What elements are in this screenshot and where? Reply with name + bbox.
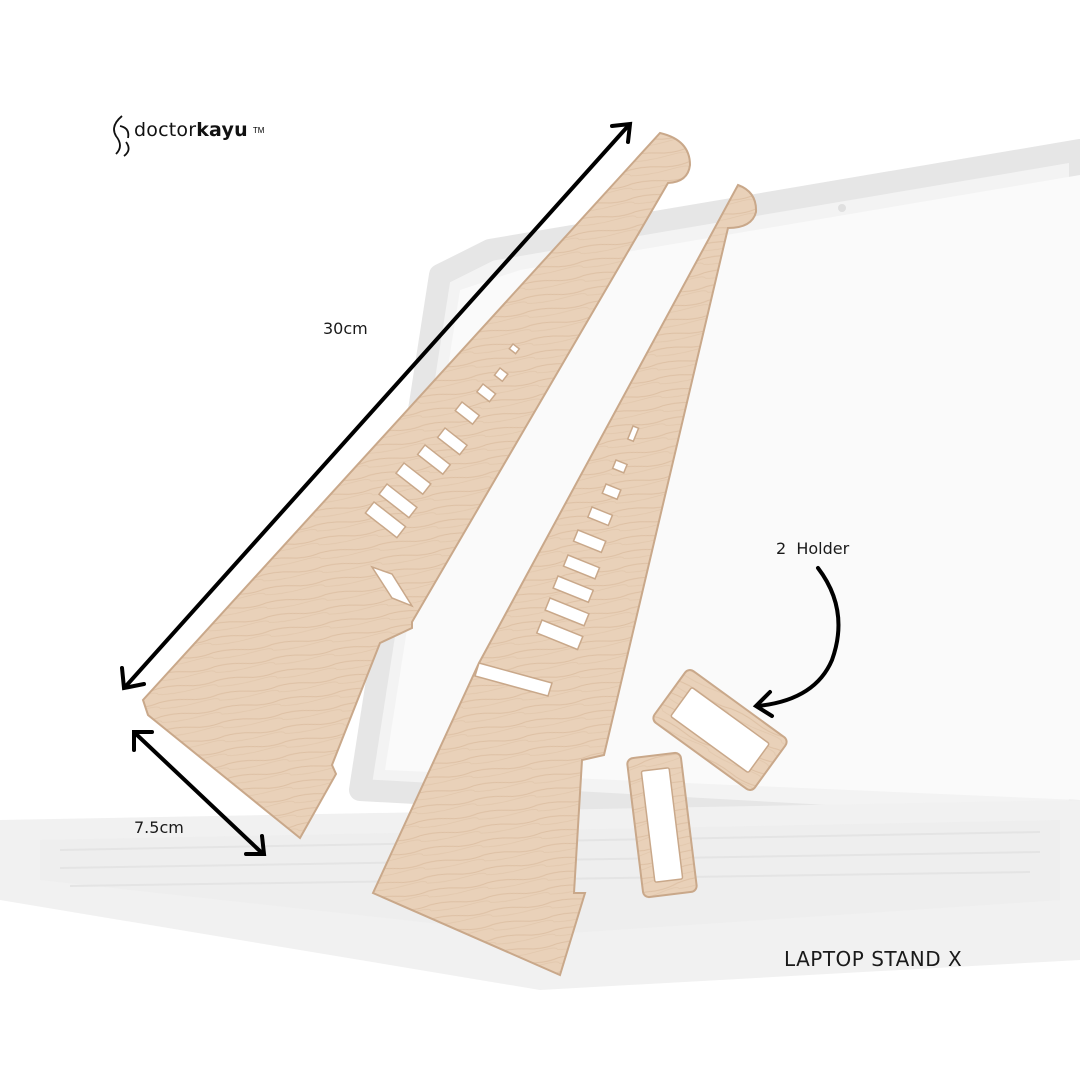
holder-label: 2 Holder — [776, 539, 850, 558]
stand-piece-left — [141, 131, 692, 840]
brand-logo-mark — [113, 115, 130, 157]
length-arrow — [120, 121, 633, 691]
holder-upper — [652, 669, 788, 791]
brand-logo: doctorkayu TM — [134, 106, 264, 154]
width-arrow — [132, 730, 267, 856]
product-name: LAPTOP STAND X — [784, 947, 963, 971]
stand-piece-right — [371, 183, 758, 977]
holder-lower — [626, 751, 698, 899]
trademark-sign: TM — [252, 125, 265, 135]
holder-pointer-arrow — [752, 566, 841, 718]
length-label: 30cm — [323, 319, 368, 338]
brand-wordmark: doctorkayu — [134, 119, 248, 141]
width-label: 7.5cm — [134, 818, 184, 837]
